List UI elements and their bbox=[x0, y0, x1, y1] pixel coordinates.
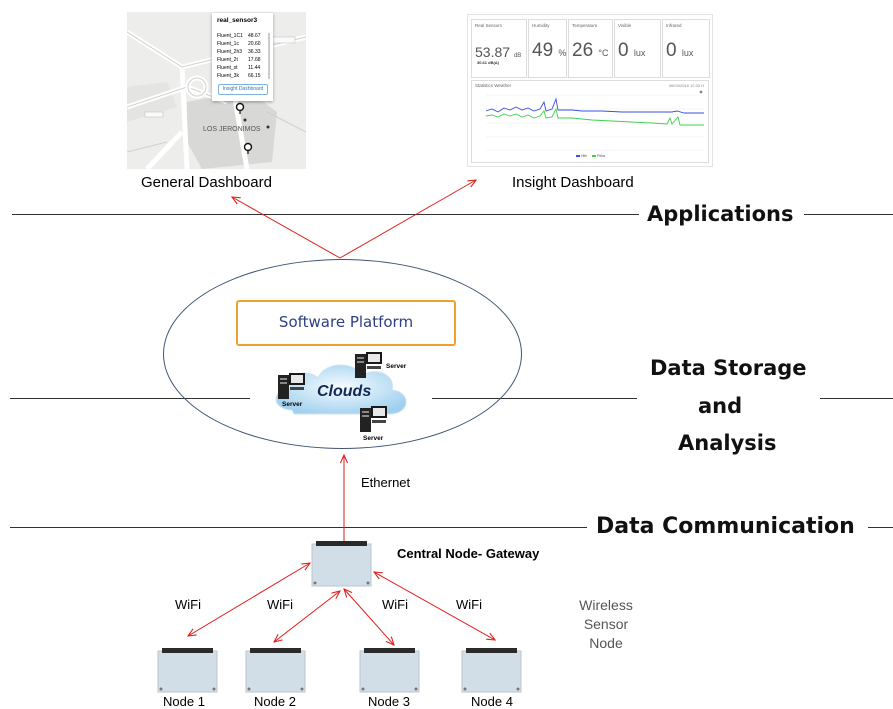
metric-value: 49 % bbox=[532, 40, 567, 61]
statistics-title: Statistics Weather bbox=[475, 83, 512, 88]
popup-row-name: Fluent_3k bbox=[217, 73, 239, 79]
metric-value: 0 lux bbox=[666, 40, 694, 61]
node-label: Node 1 bbox=[163, 694, 205, 709]
sensor-node-board-icon bbox=[461, 648, 522, 693]
metric-card: Visible 0 lux bbox=[614, 19, 661, 78]
applications-divider-left bbox=[12, 214, 639, 215]
applications-divider-right bbox=[804, 214, 893, 215]
statistics-panel: Statistics Weather 06/03/2018 12:30 H Hl… bbox=[471, 80, 709, 163]
metric-label: Infrared bbox=[666, 23, 682, 28]
popup-row-value: 66.15 bbox=[248, 73, 261, 79]
wifi-label: WiFi bbox=[382, 597, 408, 612]
general-dashboard-caption: General Dashboard bbox=[141, 174, 272, 191]
popup-scrollbar[interactable] bbox=[268, 33, 270, 79]
popup-row: Fluent_2h3 36.33 bbox=[217, 49, 265, 55]
wifi-label: WiFi bbox=[456, 597, 482, 612]
data-communication-label: Data Communication bbox=[596, 514, 855, 539]
insight-dashboard-caption: Insight Dashboard bbox=[512, 174, 634, 191]
server-icon bbox=[355, 352, 382, 378]
metric-card: Real Sensors 53.87 dB 30.61 dB(A) bbox=[471, 19, 527, 78]
popup-row: Fluent_1c 20.60 bbox=[217, 41, 265, 47]
metric-card: Humidity 49 % bbox=[528, 19, 567, 78]
popup-row: Fluent_st 11.44 bbox=[217, 65, 265, 71]
statistics-timestamp: 06/03/2018 12:30 H bbox=[668, 83, 704, 88]
popup-row-name: Fluent_2h3 bbox=[217, 49, 243, 55]
popup-row-name: Fluent_1c bbox=[217, 41, 239, 47]
arrow-to-insight-dashboard bbox=[339, 180, 476, 259]
popup-title: real_sensor3 bbox=[217, 17, 258, 24]
ethernet-label: Ethernet bbox=[361, 475, 411, 490]
popup-row-value: 48.67 bbox=[248, 33, 261, 39]
legend-entry: Hlth bbox=[581, 154, 588, 158]
wifi-label: WiFi bbox=[267, 597, 293, 612]
sensor-popup: real_sensor3 Fluent_1C1 48.67 Fluent_1c 20… bbox=[212, 13, 273, 101]
statistics-line-chart bbox=[485, 90, 704, 157]
storage-ellipse bbox=[163, 259, 522, 449]
popup-row-name: Fluent_st bbox=[217, 65, 238, 71]
software-platform-label: Software Platform bbox=[278, 313, 414, 331]
metric-label: Visible bbox=[618, 23, 632, 28]
communication-divider-right bbox=[868, 527, 893, 528]
metric-value: 0 lux bbox=[618, 40, 646, 61]
sensor-node-board-icon bbox=[157, 648, 218, 693]
metric-sub: 30.61 dB(A) bbox=[477, 60, 500, 65]
legend-line: Wireless bbox=[579, 597, 633, 613]
data-storage-label-line1: Data Storage bbox=[650, 356, 807, 380]
metric-label: Temperature bbox=[572, 23, 598, 28]
storage-divider-right bbox=[820, 398, 893, 399]
map-district-label: LOS JERONIMOS bbox=[203, 126, 261, 133]
popup-row: Fluent_2t 17.68 bbox=[217, 57, 265, 63]
popup-row-value: 17.68 bbox=[248, 57, 261, 63]
clouds-label: Clouds bbox=[317, 383, 372, 400]
metric-card: Temperature 26 °C bbox=[568, 19, 613, 78]
popup-row-value: 11.44 bbox=[248, 65, 261, 71]
metric-label: Humidity bbox=[532, 23, 550, 28]
legend-line: Node bbox=[589, 635, 623, 651]
popup-row-name: Fluent_2t bbox=[217, 57, 238, 63]
insight-dashboard-screenshot: Real Sensors 53.87 dB 30.61 dB(A) Humidi… bbox=[467, 14, 713, 167]
popup-row-value: 20.60 bbox=[248, 41, 261, 47]
metric-value: 26 °C bbox=[572, 40, 609, 61]
wifi-label: WiFi bbox=[175, 597, 201, 612]
server-icon bbox=[360, 406, 387, 432]
popup-row: Fluent_1C1 48.67 bbox=[217, 33, 265, 39]
popup-row-value: 36.33 bbox=[248, 49, 261, 55]
data-storage-label-line2: and bbox=[698, 394, 743, 418]
server-label: Server bbox=[363, 435, 384, 442]
node-label: Node 3 bbox=[368, 694, 410, 709]
metric-label: Real Sensors bbox=[475, 23, 503, 28]
legend-line: Sensor bbox=[583, 616, 629, 632]
node-label: Node 4 bbox=[471, 694, 513, 709]
gateway-label: Central Node- Gateway bbox=[397, 546, 540, 561]
applications-layer-label: Applications bbox=[647, 202, 794, 226]
popup-row: Fluent_3k 66.15 bbox=[217, 73, 265, 79]
arrow-to-general-dashboard bbox=[232, 197, 341, 259]
storage-divider-left bbox=[10, 398, 250, 399]
sensor-node-board-icon bbox=[359, 648, 420, 693]
insight-dashboard-button[interactable]: Insight Dashboard bbox=[218, 84, 268, 95]
software-platform-box: Software Platform bbox=[236, 300, 456, 346]
data-storage-label-line3: Analysis bbox=[678, 431, 777, 455]
wireless-sensor-node-legend: Wireless Sensor Node bbox=[571, 596, 641, 653]
legend-entry: Pitha bbox=[597, 154, 605, 158]
node-label: Node 2 bbox=[254, 694, 296, 709]
popup-row-name: Fluent_1C1 bbox=[217, 33, 243, 39]
sensor-node-board-icon bbox=[245, 648, 306, 693]
communication-divider-left bbox=[10, 527, 587, 528]
storage-divider-mid bbox=[432, 398, 637, 399]
server-icon bbox=[278, 373, 305, 399]
server-label: Server bbox=[282, 401, 303, 408]
metric-value: 53.87 dB bbox=[475, 44, 522, 60]
gateway-board-icon bbox=[311, 541, 372, 587]
server-label: Server bbox=[386, 363, 407, 370]
metric-card: Infrared 0 lux bbox=[662, 19, 710, 78]
